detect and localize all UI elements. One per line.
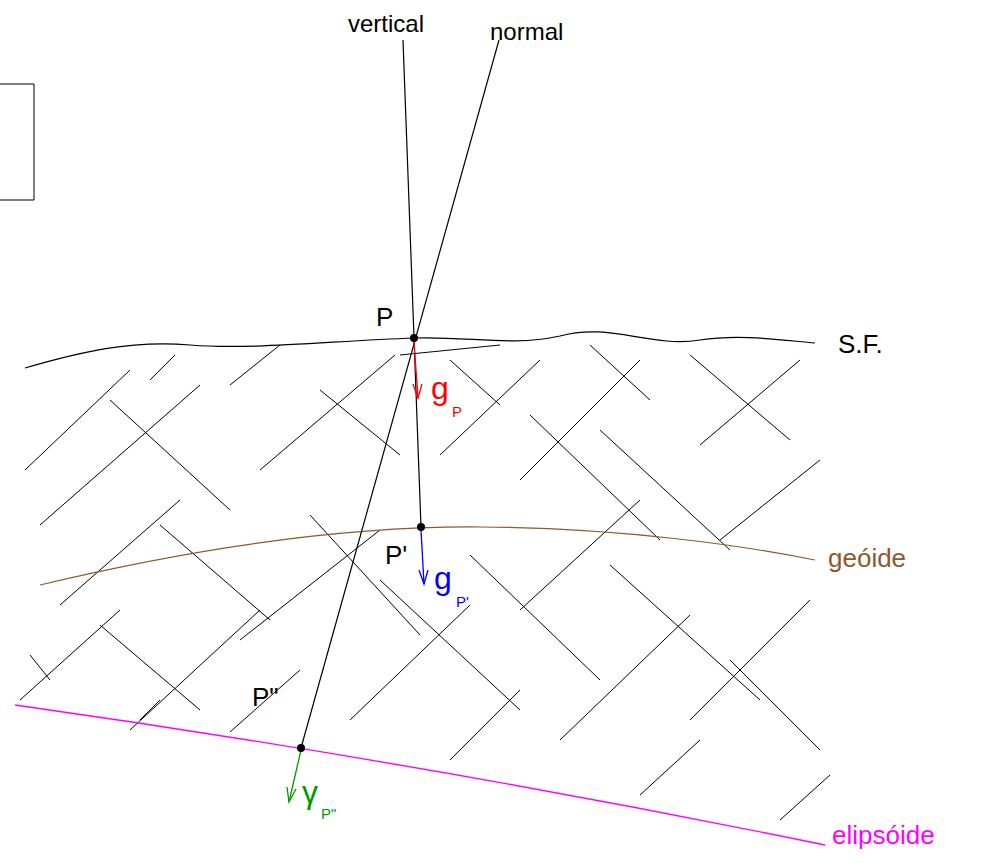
surface-label: elipsóide bbox=[832, 822, 935, 848]
point-p1 bbox=[417, 523, 425, 531]
vector-symbol: g bbox=[434, 562, 452, 594]
cut-off-box bbox=[0, 84, 34, 200]
surface-label: geóide bbox=[828, 545, 906, 571]
terrain-surface bbox=[25, 332, 815, 368]
normal-line bbox=[301, 40, 499, 748]
vector-symbol: γ bbox=[302, 776, 318, 808]
gravity-arrow-p1 bbox=[419, 530, 428, 584]
vector-subscript: P" bbox=[321, 806, 336, 821]
point-p bbox=[410, 334, 418, 342]
gravity-arrow-p bbox=[413, 342, 422, 398]
axis-label: vertical bbox=[348, 12, 424, 36]
point-p2 bbox=[297, 744, 305, 752]
ellipsoid-curve bbox=[15, 705, 825, 845]
vertical-line bbox=[403, 40, 421, 527]
rock-hatching bbox=[20, 345, 830, 820]
surface-label: S.F. bbox=[838, 331, 883, 357]
vector-subscript: P' bbox=[456, 594, 469, 609]
point-label: P" bbox=[252, 684, 279, 710]
axis-label: normal bbox=[490, 20, 563, 44]
point-label: P' bbox=[385, 542, 407, 568]
normal-gravity-arrow bbox=[287, 750, 301, 802]
geoid-curve bbox=[40, 527, 815, 585]
vector-subscript: P bbox=[452, 404, 462, 419]
point-label: P bbox=[376, 304, 393, 330]
vector-symbol: g bbox=[431, 372, 449, 404]
